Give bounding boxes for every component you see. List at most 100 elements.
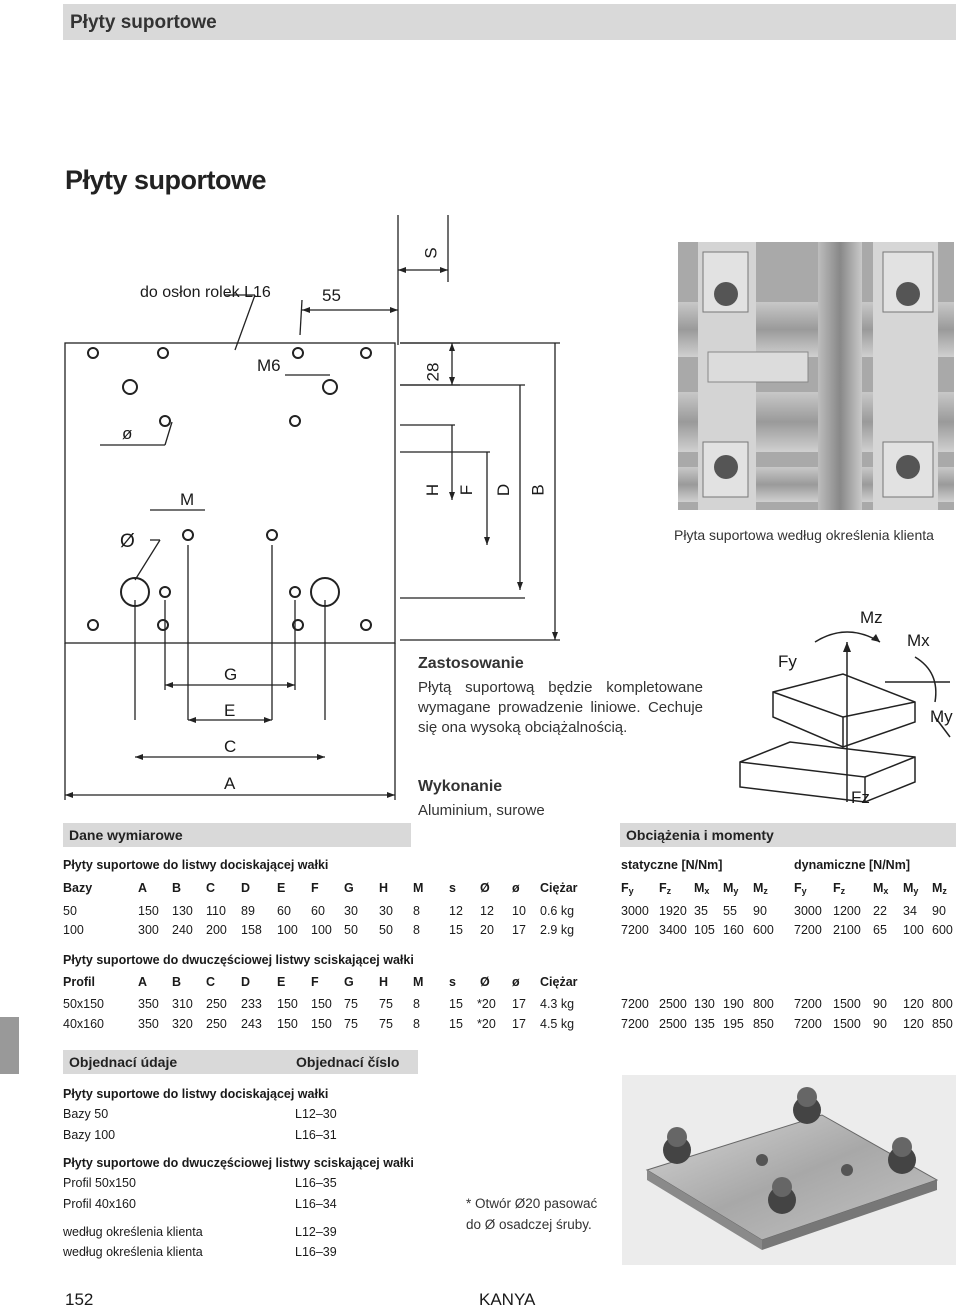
order-group2: Płyty suportowe do dwuczęściowej listwy … [63,1156,414,1170]
usage-text: Płytą suportową będzie kompletowane wyma… [418,679,703,736]
brand: KANYA [479,1290,536,1309]
dim-S: S [421,247,441,259]
dim-D: D [494,483,514,497]
table-row: 50 150 130 110 89 60 60 30 30 8 12 12 10… [63,904,946,918]
table2-title: Płyty suportowe do dwuczęściowej listwy … [63,953,414,967]
col-header: C [206,975,216,989]
label-Mx: Mx [907,631,930,650]
section-dims-bar: Dane wymiarowe [63,823,411,847]
dim-M6: M6 [257,356,281,375]
dim-A: A [224,774,236,793]
col-header: H [379,975,389,989]
order-number: L16–39 [295,1245,337,1259]
photo-support-plate [622,1075,956,1265]
footnote: * Otwór Ø20 pasować do Ø osadczej śruby. [466,1196,598,1232]
photo-support-plate-mounted [678,242,954,510]
col-header: Profil [63,975,95,989]
col-header: B [172,975,182,989]
col-header: D [241,975,251,989]
label-Fy: Fy [778,652,797,671]
col-header: C [206,881,216,895]
col-header: F [311,881,319,895]
col-header: A [138,881,148,895]
load-header: Fy [621,881,634,896]
plate-outline [64,342,396,644]
col-header: F [311,975,319,989]
col-header: ø [512,881,520,895]
order-item: Bazy 50 [63,1107,109,1121]
dim-M: M [180,490,195,509]
side-tab [0,1017,19,1074]
loads-dynamic-label: dynamiczne [N/Nm] [794,858,910,872]
order-group1: Płyty suportowe do listwy dociskającej w… [63,1087,329,1101]
loads-static-label: statyczne [N/Nm] [621,858,723,872]
dim-F: F [457,484,477,496]
col-header: Ciężar [540,881,578,895]
col-header: D [241,881,251,895]
label-Fz: Fz [851,788,870,807]
section-loads-bar: Obciążenia i momenty [620,823,956,847]
load-header: Mz [753,881,768,896]
order-item: Profil 50x150 [63,1176,136,1190]
dim-C: C [224,737,237,756]
col-header: G [344,881,354,895]
col-header: E [277,975,286,989]
col-header: M [413,975,424,989]
load-header: Mz [932,881,947,896]
photo-top-caption: Płyta suportowa według określenia klient… [674,527,934,543]
order-col1: Objednací údaje [69,1054,178,1070]
load-header: Fy [794,881,807,896]
execution-heading: Wykonanie [418,778,503,795]
table-row: 100 300 240 200 158 100 100 50 50 8 15 2… [63,923,953,937]
order-number: L12–30 [295,1107,337,1121]
load-header: Fz [659,881,672,896]
table-row: 40x160 350 320 250 243 150 150 75 75 8 1… [63,1017,953,1031]
execution-text: Aluminium, surowe [418,802,545,819]
load-header: Mx [873,881,889,896]
order-item: Bazy 100 [63,1128,116,1142]
dim-28: 28 [423,362,443,382]
order-col2: Objednací číslo [296,1054,400,1070]
dim-small-o: ø [122,424,133,443]
page-title: Płyty suportowe [65,165,267,195]
load-header: My [723,881,739,896]
col-header: A [138,975,148,989]
table1-header: Bazy A B C D E F G H M s Ø ø Ciężar Fy F… [0,881,960,899]
col-header: H [379,881,389,895]
order-number: L16–34 [295,1197,337,1211]
label-My: My [930,707,953,726]
load-header: My [903,881,919,896]
order-bar: Objednací údaje Objednací číslo [63,1050,418,1074]
col-header: E [277,881,286,895]
load-header: Fz [833,881,846,896]
order-number: L16–31 [295,1128,337,1142]
dim-B: B [528,484,548,496]
table2-header: Profil A B C D E F G H M s Ø ø Ciężar [0,975,960,993]
load-header: Mx [694,881,710,896]
col-header: s [449,881,456,895]
moments-diagram [739,631,951,803]
order-item: Profil 40x160 [63,1197,136,1211]
col-header: G [344,975,354,989]
dim-H: H [423,483,443,497]
header-bar: Płyty suportowe [63,4,956,40]
col-header: s [449,975,456,989]
col-header: B [172,881,182,895]
col-header: Ciężar [540,975,578,989]
col-header: Ø [480,881,490,895]
order-item: według określenia klienta [63,1225,203,1239]
section-loads-title: Obciążenia i momenty [626,827,774,843]
usage-heading: Zastosowanie [418,655,524,672]
label-Mz: Mz [860,608,883,627]
col-header: ø [512,975,520,989]
col-header: Bazy [63,881,93,895]
header-title: Płyty suportowe [70,12,217,33]
col-header: M [413,881,424,895]
dim-55: 55 [322,286,341,305]
dim-large-O: Ø [120,531,135,552]
order-number: L12–39 [295,1225,337,1239]
col-header: Ø [480,975,490,989]
table-row: 50x150 350 310 250 233 150 150 75 75 8 1… [63,997,953,1011]
label-cover: do osłon rolek L16 [140,284,271,301]
table1-title: Płyty suportowe do listwy dociskającej w… [63,858,329,872]
